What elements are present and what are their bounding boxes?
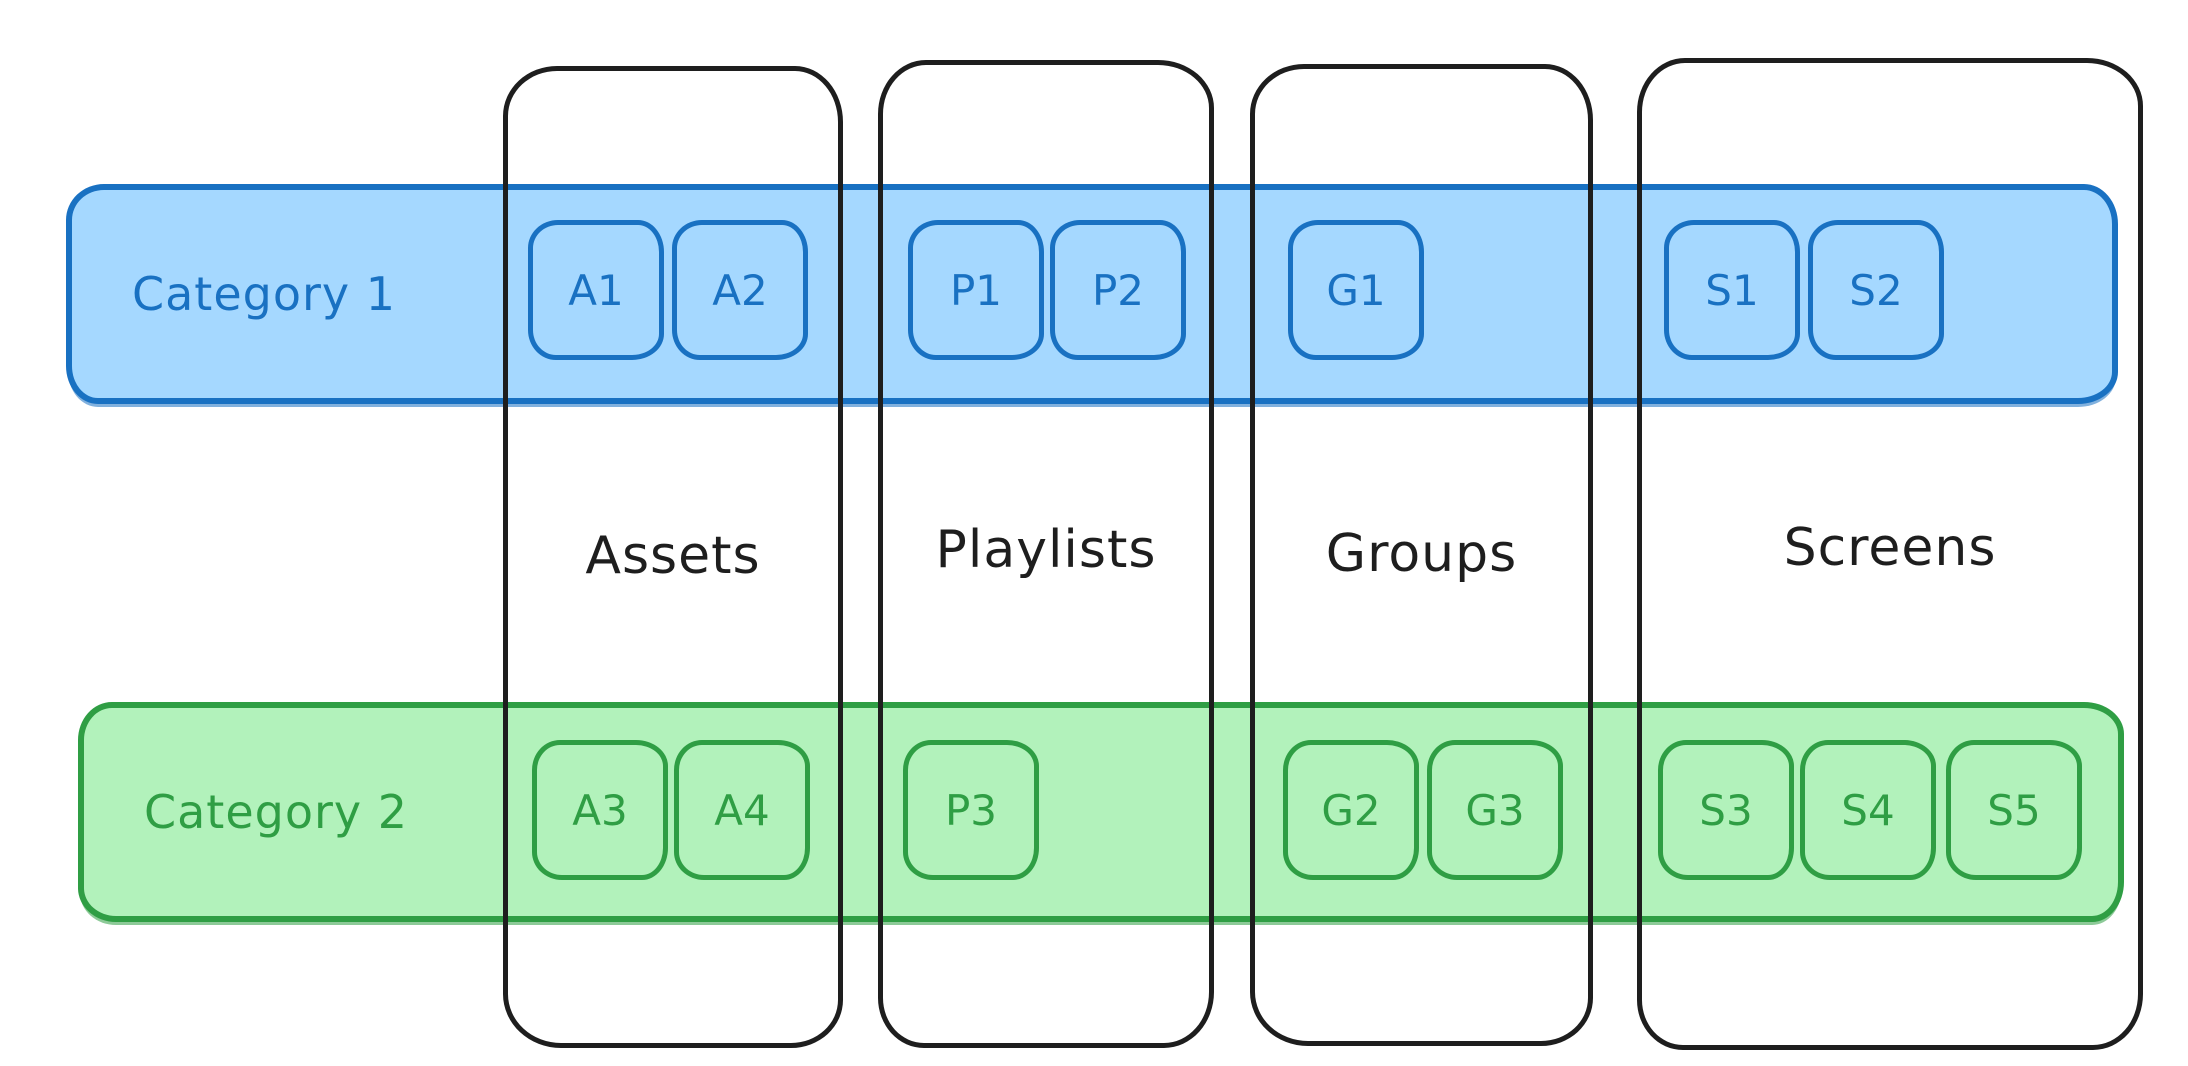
chip-G1: G1 [1288,220,1424,360]
chip-G3: G3 [1427,740,1563,880]
column-playlists-label: Playlists [935,520,1157,580]
chip-S1: S1 [1664,220,1800,360]
chip-P3: P3 [903,740,1039,880]
column-assets-label: Assets [585,526,761,586]
chip-P1: P1 [908,220,1044,360]
chip-S2: S2 [1808,220,1944,360]
chip-S3: S3 [1658,740,1794,880]
column-groups-label: Groups [1325,524,1518,584]
chip-A1: A1 [528,220,664,360]
chip-S5: S5 [1946,740,2082,880]
category-2-band: Category 2 [78,702,2124,922]
category-2-label: Category 2 [144,785,409,839]
chip-A4: A4 [674,740,810,880]
chip-A3: A3 [532,740,668,880]
column-screens: Screens [1637,58,2143,1050]
category-1-label: Category 1 [132,267,397,321]
column-screens-label: Screens [1783,518,1997,578]
column-assets: Assets [503,66,843,1048]
chip-S4: S4 [1800,740,1936,880]
chip-P2: P2 [1050,220,1186,360]
column-playlists: Playlists [878,60,1214,1048]
chip-A2: A2 [672,220,808,360]
chip-G2: G2 [1283,740,1419,880]
column-groups: Groups [1250,64,1593,1046]
